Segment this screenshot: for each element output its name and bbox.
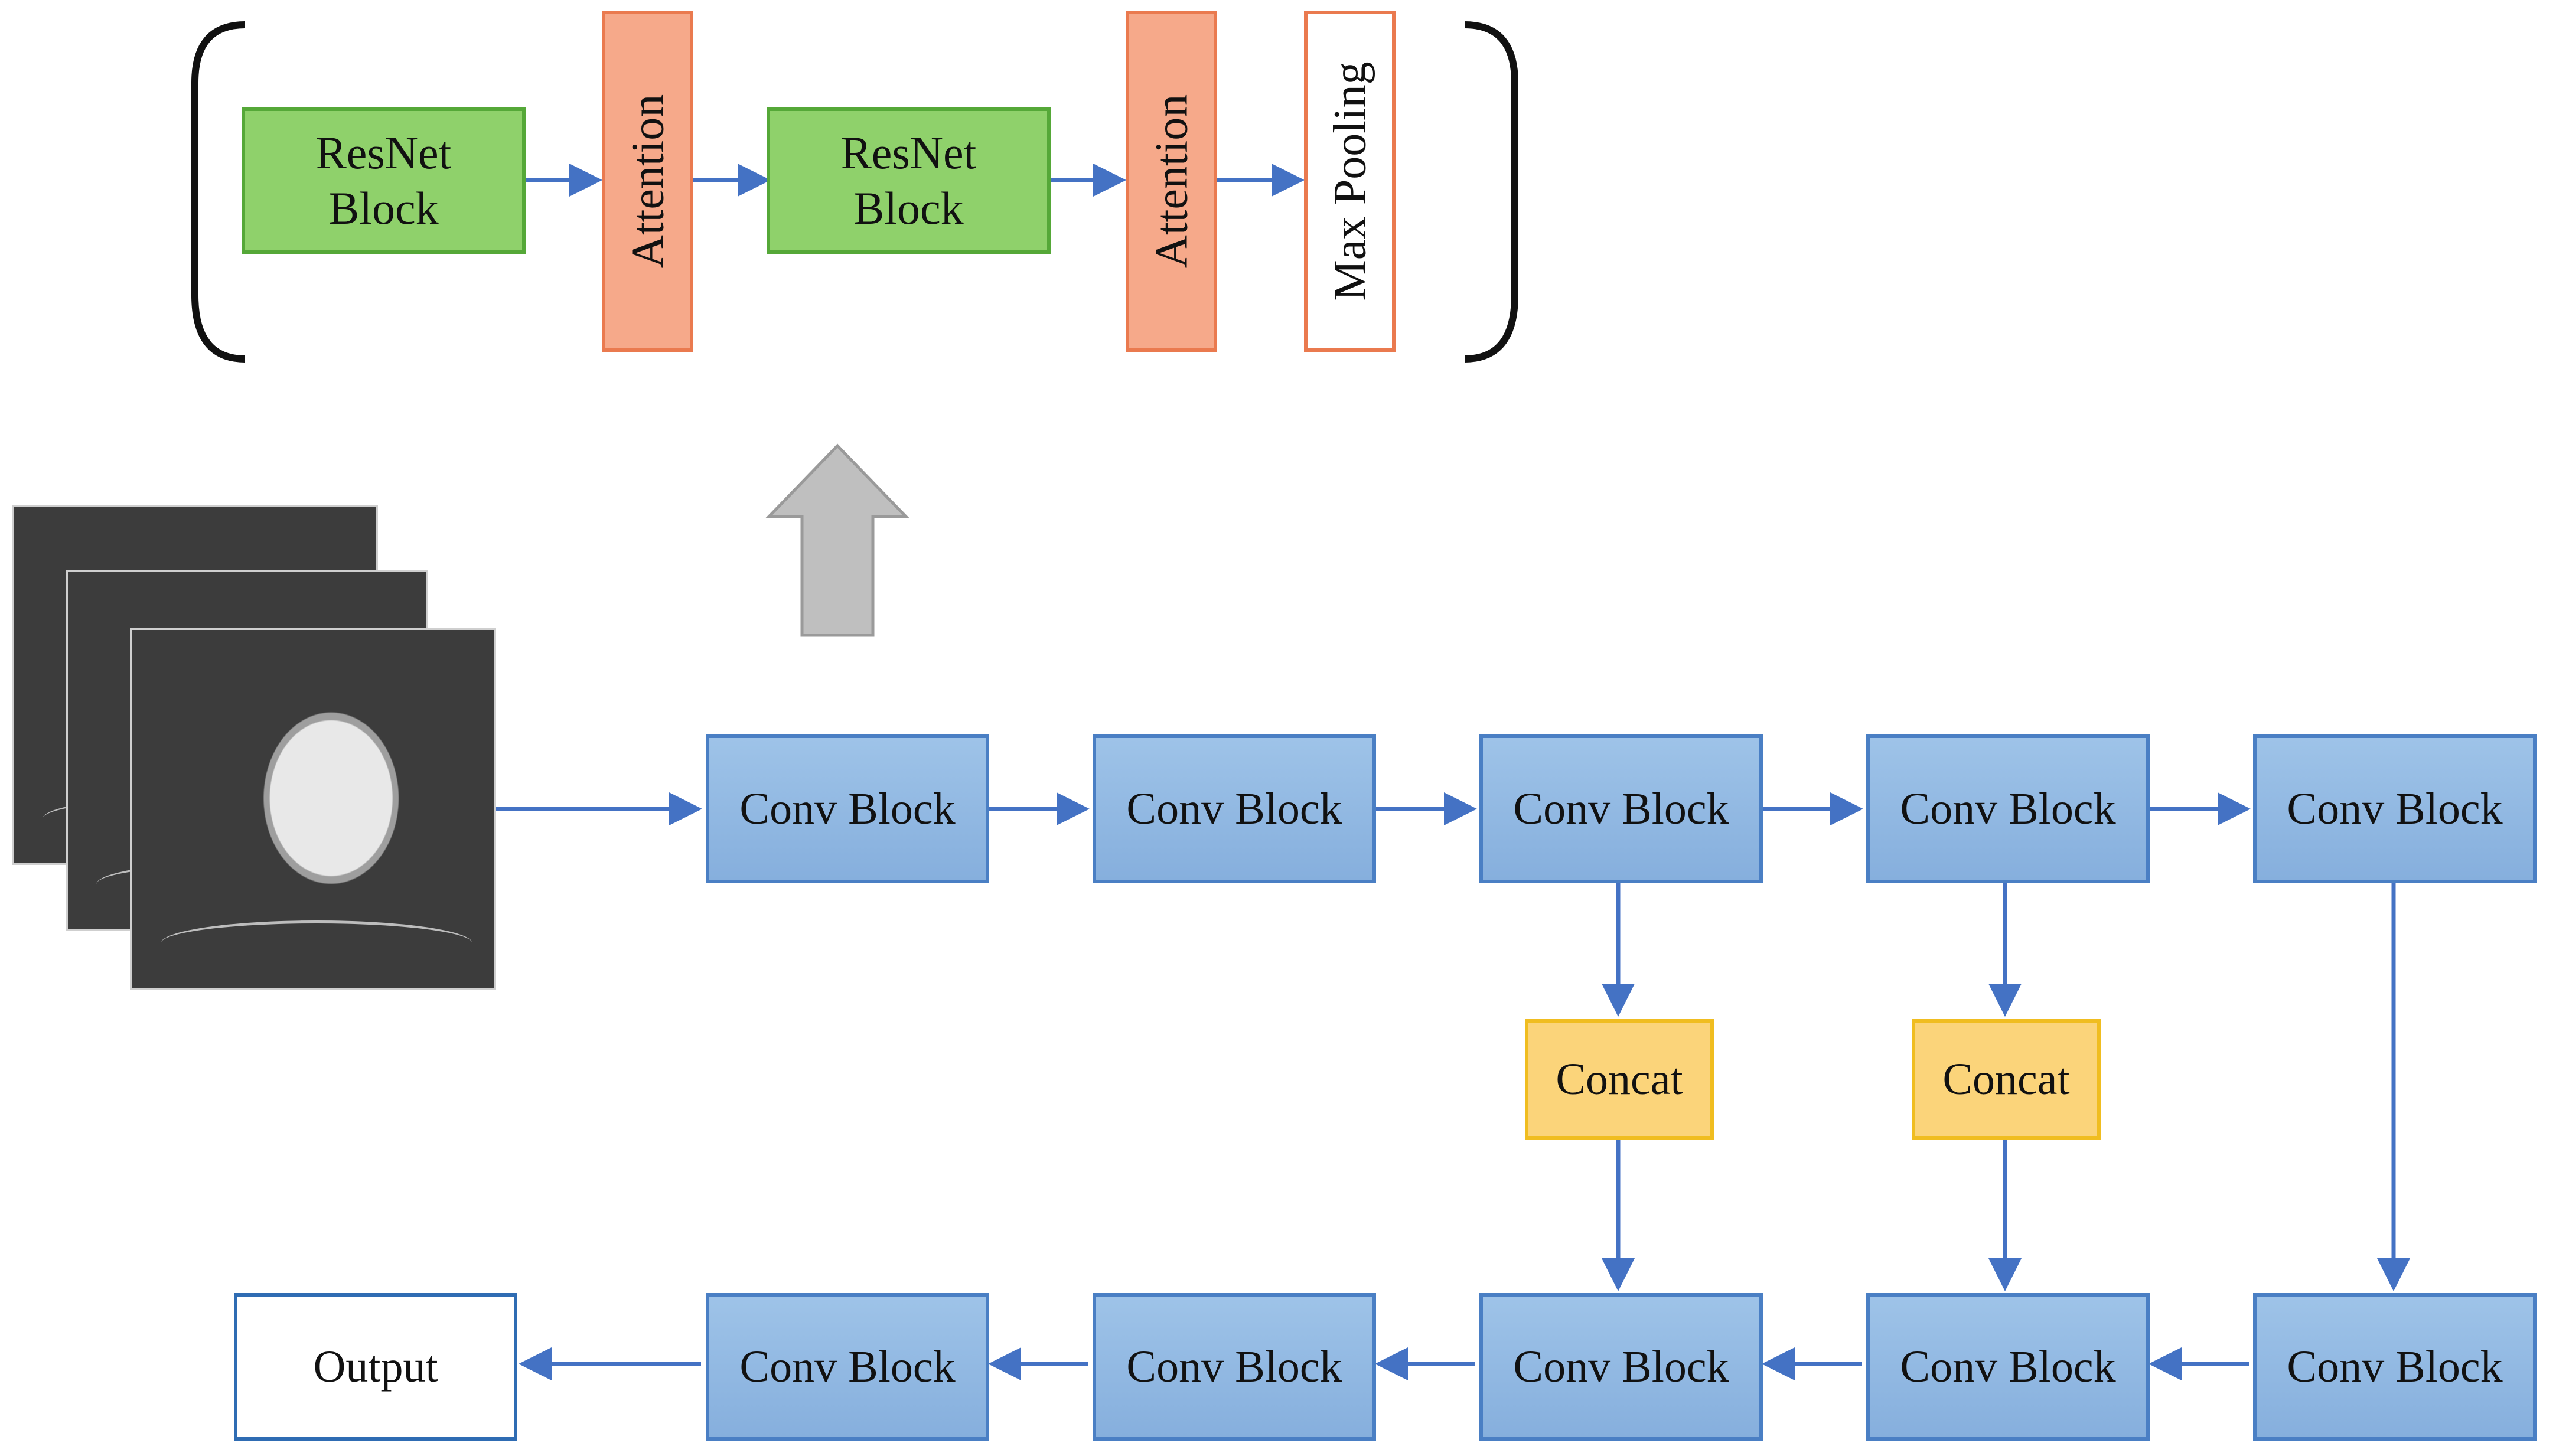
output-block: Output xyxy=(234,1293,517,1441)
left-bracket xyxy=(191,21,246,363)
output-label: Output xyxy=(313,1341,438,1392)
encoder-conv-block-5: Conv Block xyxy=(2253,734,2537,883)
decoder-conv-block-5: Conv Block xyxy=(2253,1293,2537,1441)
decoder-conv-block-3: Conv Block xyxy=(1479,1293,1763,1441)
decoder-conv-block-3-label: Conv Block xyxy=(1513,1341,1729,1392)
encoder-conv-block-4-label: Conv Block xyxy=(1900,784,2116,834)
attention-block-1-label: Attention xyxy=(621,94,673,269)
max-pooling-label: Max Pooling xyxy=(1323,61,1375,301)
up-arrow-icon xyxy=(765,443,909,637)
decoder-conv-block-4: Conv Block xyxy=(1866,1293,2150,1441)
attention-block-1: Attention xyxy=(602,11,693,352)
resnet-block-2-label: ResNet Block xyxy=(840,127,977,234)
encoder-conv-block-2: Conv Block xyxy=(1093,734,1376,883)
concat-block-1: Concat xyxy=(1525,1019,1714,1140)
right-bracket xyxy=(1464,21,1518,363)
resnet-block-1: ResNet Block xyxy=(242,107,526,254)
decoder-conv-block-2-label: Conv Block xyxy=(1126,1341,1342,1392)
attention-block-2-label: Attention xyxy=(1145,94,1197,269)
resnet-block-1-label: ResNet Block xyxy=(315,127,452,234)
decoder-conv-block-2: Conv Block xyxy=(1093,1293,1376,1441)
concat-block-2-label: Concat xyxy=(1942,1054,2070,1104)
encoder-conv-block-4: Conv Block xyxy=(1866,734,2150,883)
encoder-conv-block-5-label: Conv Block xyxy=(2287,784,2503,834)
encoder-conv-block-2-label: Conv Block xyxy=(1126,784,1342,834)
decoder-conv-block-5-label: Conv Block xyxy=(2287,1341,2503,1392)
decoder-conv-block-4-label: Conv Block xyxy=(1900,1341,2116,1392)
concat-block-2: Concat xyxy=(1912,1019,2101,1140)
encoder-conv-block-3: Conv Block xyxy=(1479,734,1763,883)
concat-block-1-label: Concat xyxy=(1556,1054,1683,1104)
encoder-conv-block-1-label: Conv Block xyxy=(739,784,956,834)
attention-block-2: Attention xyxy=(1126,11,1217,352)
max-pooling-block: Max Pooling xyxy=(1304,11,1396,352)
decoder-conv-block-1-label: Conv Block xyxy=(739,1341,956,1392)
decoder-conv-block-1: Conv Block xyxy=(706,1293,989,1441)
encoder-conv-block-1: Conv Block xyxy=(706,734,989,883)
ct-slice-front xyxy=(130,628,496,990)
resnet-block-2: ResNet Block xyxy=(767,107,1051,254)
encoder-conv-block-3-label: Conv Block xyxy=(1513,784,1729,834)
